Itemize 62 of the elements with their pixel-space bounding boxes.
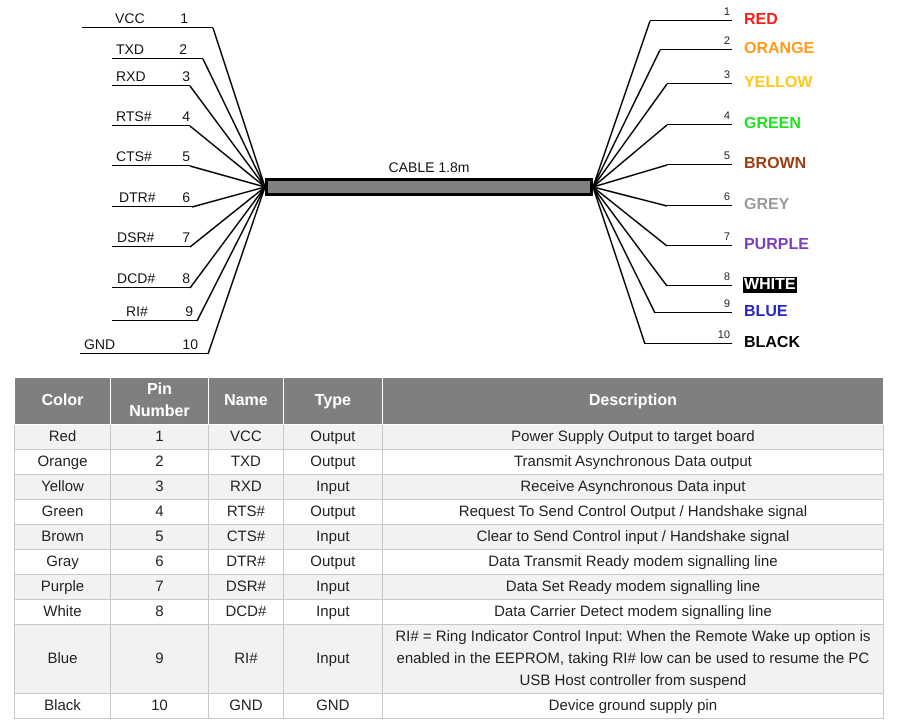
wire: [592, 186, 668, 207]
table-cell: GND: [283, 694, 382, 718]
pin-number: 5: [724, 151, 730, 162]
pin-number: 4: [182, 109, 190, 123]
wire: [190, 165, 266, 188]
wire-color-label: WHITE: [743, 277, 797, 293]
pin-number: 9: [724, 299, 730, 310]
wire: [212, 28, 266, 188]
pin-number: 3: [724, 70, 730, 81]
wire: [592, 186, 668, 247]
pin-number: 9: [185, 304, 193, 318]
table-cell: Black: [14, 694, 110, 718]
pin-number: 8: [182, 271, 190, 285]
pin-number: 10: [182, 337, 198, 351]
pin-number: 10: [718, 330, 730, 341]
pin-number: 4: [724, 111, 730, 122]
pin-number: 2: [724, 36, 730, 47]
table-cell: 10: [110, 694, 208, 718]
wire: [592, 124, 668, 188]
signal-name: DSR#: [117, 230, 154, 244]
header-cell: Color: [14, 378, 110, 424]
table-cell: Device ground supply pin: [382, 694, 884, 718]
table-cell: GND: [208, 694, 284, 718]
wire: [592, 186, 668, 286]
pin-number: 7: [724, 232, 730, 243]
signal-name: VCC: [115, 11, 145, 25]
wire: [592, 84, 668, 188]
pin-number: 1: [180, 11, 188, 25]
signal-name: RTS#: [116, 109, 152, 123]
wire: [192, 186, 266, 208]
wire-color-label: GREY: [743, 197, 790, 213]
pin-number: 6: [182, 190, 190, 204]
signal-name: DCD#: [117, 271, 156, 285]
pin-number: 5: [182, 149, 190, 163]
pin-number: 7: [182, 230, 190, 244]
wire-color-label: BROWN: [743, 156, 808, 172]
signal-name: GND: [84, 337, 116, 351]
wire: [190, 186, 266, 248]
wire-color-label: BLUE: [743, 304, 789, 320]
header-cell: Description: [382, 378, 884, 424]
signal-name: RI#: [126, 304, 148, 318]
cable-label: CABLE 1.8m: [388, 160, 470, 174]
signal-name: TXD: [116, 42, 144, 56]
signal-name: DTR#: [119, 190, 156, 204]
wire-color-label: GREEN: [743, 116, 802, 132]
wire: [207, 186, 266, 354]
wire: [189, 86, 266, 188]
wire: [189, 186, 266, 288]
wire: [190, 125, 266, 188]
signal-name: CTS#: [116, 149, 152, 163]
wire-color-label: ORANGE: [743, 41, 816, 57]
wire-color-label: PURPLE: [743, 237, 810, 253]
wire-color-label: YELLOW: [743, 75, 814, 91]
pin-number: 6: [724, 192, 730, 203]
signal-name: RXD: [116, 69, 146, 83]
pin-number: 3: [182, 69, 190, 83]
pin-number: 2: [179, 42, 187, 56]
wire: [592, 164, 668, 188]
wire-color-label: BLACK: [743, 335, 801, 351]
pin-number: 8: [724, 272, 730, 283]
wire-color-label: RED: [743, 12, 779, 28]
pin-number: 1: [724, 7, 730, 18]
